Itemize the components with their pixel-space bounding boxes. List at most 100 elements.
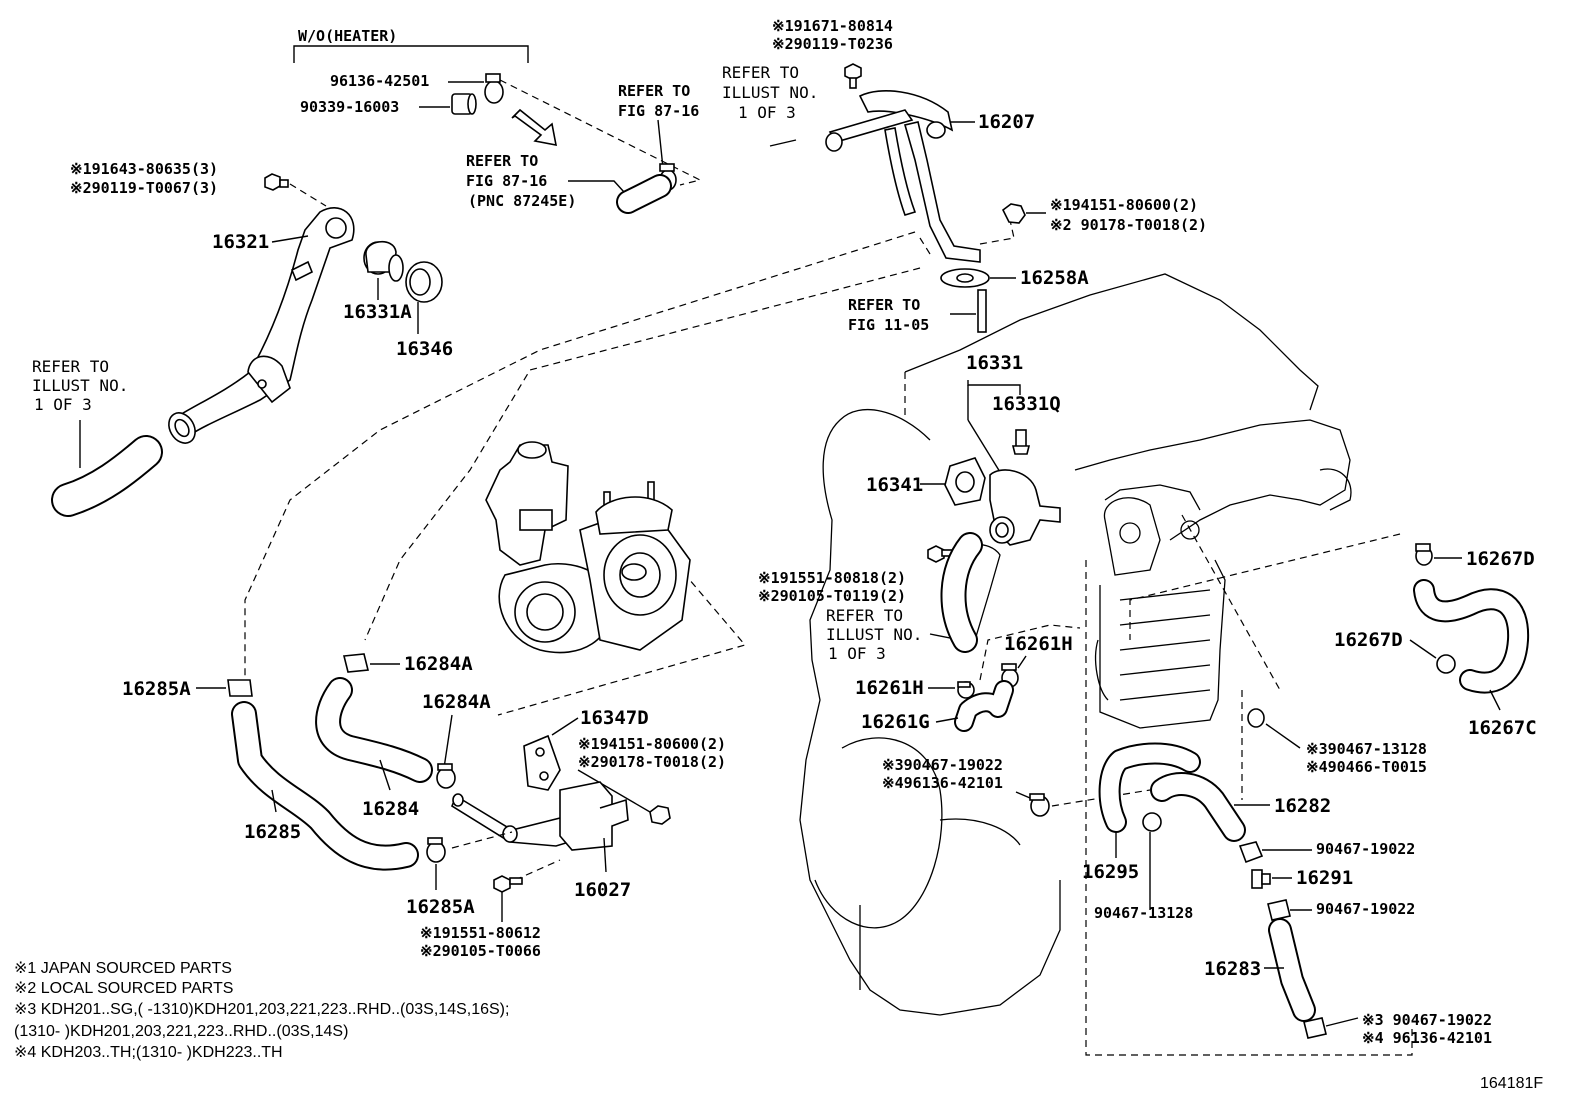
bolt-icon — [927, 545, 953, 563]
part-16261G: 16261G — [861, 711, 930, 733]
part-16267C: 16267C — [1468, 717, 1537, 739]
water-pipe-16027 — [451, 781, 629, 851]
footnote-1: ※1 JAPAN SOURCED PARTS — [14, 960, 232, 977]
refer-text-line3: 1 OF 3 — [828, 644, 886, 663]
part-390467-19022: ※390467-19022 — [882, 756, 1003, 774]
footnote-3: ※3 KDH201..SG,( -1310)KDH201,203,221,223… — [14, 1001, 509, 1018]
hose-16261g — [954, 680, 1014, 732]
part-390467-19022: ※3 90467-19022 — [1362, 1011, 1492, 1029]
clamp-icon — [1303, 1017, 1327, 1039]
refer-text-line1: REFER TO — [826, 606, 903, 625]
bolt-group-80818: ※191551-80818(2) ※290105-T0119(2) — [758, 545, 953, 605]
bolt-icon — [1011, 429, 1031, 455]
part-16291: 16291 — [1296, 867, 1353, 889]
water-pipe-16207-group: ※191671-80814 ※290119-T0236 16207 — [772, 17, 1035, 263]
refer-fig-87-16-pnc: REFER TO FIG 87-16 (PNC 87245E) — [466, 152, 672, 214]
part-16331A: 16331A — [343, 301, 412, 323]
part-290105-T0066: ※290105-T0066 — [420, 942, 541, 960]
refer-text-line1: REFER TO — [722, 63, 799, 82]
refer-text-line3: (PNC 87245E) — [468, 192, 576, 210]
part-194151-80600: ※194151-80600(2) — [1050, 196, 1198, 214]
part-90339-16003: 90339-16003 — [300, 98, 399, 116]
hose-16283 — [1268, 918, 1316, 1022]
engine-block-outline — [799, 273, 1352, 1016]
pipe-outlet — [825, 132, 843, 152]
refer-text-line1: REFER TO — [466, 152, 538, 170]
nut-group-top: ※194151-80600(2) ※2 90178-T0018(2) — [1001, 196, 1207, 234]
part-496136-42101: ※4 96136-42101 — [1362, 1029, 1492, 1047]
clamp-icon — [436, 763, 456, 789]
union-16291 — [1251, 869, 1271, 889]
gasket-16347d — [523, 734, 561, 791]
gasket-16258a-group: 16258A REFER TO FIG 11-05 — [848, 267, 1089, 334]
part-191551-80612: ※191551-80612 — [420, 924, 541, 942]
part-16283: 16283 — [1204, 958, 1261, 980]
part-496136-42101: ※496136-42101 — [882, 774, 1003, 792]
clamp-icon — [1029, 793, 1050, 817]
part-16347D: 16347D — [580, 707, 649, 729]
refer-fig-87-16-top: REFER TO FIG 87-16 — [618, 82, 699, 191]
wo-heater-group: W/O(HEATER) 96136-42501 90339-16003 — [293, 27, 702, 186]
refer-fig-11-05-line2: FIG 11-05 — [848, 316, 929, 334]
refer-text-line1: REFER TO — [32, 357, 109, 376]
dash-line-3 — [497, 544, 747, 716]
refer-text-line1: REFER TO — [618, 82, 690, 100]
part-16258A: 16258A — [1020, 267, 1089, 289]
clamp-icon — [426, 837, 446, 863]
footnotes: ※1 JAPAN SOURCED PARTS ※2 LOCAL SOURCED … — [14, 960, 509, 1061]
part-90467-19022: 90467-19022 — [1316, 840, 1415, 858]
stud-icon — [977, 289, 987, 333]
water-inlet-group: 16331 16331Q 16341 — [866, 352, 1061, 546]
footnote-2: ※2 LOCAL SOURCED PARTS — [14, 980, 233, 997]
refer-illust-mid: REFER TO ILLUST NO. 1 OF 3 — [826, 532, 983, 663]
part-290119-T0236: ※290119-T0236 — [772, 35, 893, 53]
refer-text-line2: ILLUST NO. — [826, 625, 922, 644]
thermostat-group: 16331A 16346 — [343, 241, 453, 360]
clamp-icon — [1267, 899, 1291, 921]
part-191671-80814: ※191671-80814 — [772, 17, 893, 35]
nut-icon — [649, 805, 671, 825]
hose-16267-group: 16267D 16267D 16267C — [1129, 533, 1537, 739]
refer-text-line2: FIG 87-16 — [618, 102, 699, 120]
clamp-icon — [484, 73, 504, 104]
clamp-icon — [1142, 812, 1162, 832]
hose-lower-right-group: ※390467-19022 ※496136-42101 ※390467-1312… — [882, 514, 1492, 1056]
dash-line-2 — [364, 267, 921, 641]
part-16282: 16282 — [1274, 795, 1331, 817]
hose-16284 — [315, 677, 433, 783]
refer-text-line2: FIG 87-16 — [466, 172, 547, 190]
gasket-16341 — [944, 457, 986, 506]
part-16321: 16321 — [212, 231, 269, 253]
part-191643-80635: ※191643-80635(3) — [70, 160, 218, 178]
clamp-icon — [1436, 654, 1456, 674]
part-96136-42501: 96136-42501 — [330, 72, 429, 90]
part-16261H: 16261H — [1004, 633, 1073, 655]
thermostat-16331a — [363, 241, 404, 282]
part-16295: 16295 — [1082, 861, 1139, 883]
part-16285A: 16285A — [406, 896, 475, 918]
part-16331Q: 16331Q — [992, 393, 1061, 415]
hose-16295 — [1098, 742, 1201, 833]
part-290119-T0067: ※290119-T0067(3) — [70, 179, 218, 197]
part-490466-T0015: ※490466-T0015 — [1306, 758, 1427, 776]
dash-line-4 — [919, 237, 931, 255]
plug-icon — [451, 93, 477, 115]
part-16267D: 16267D — [1466, 548, 1535, 570]
part-16284A: 16284A — [422, 691, 491, 713]
refer-text-line2: ILLUST NO. — [32, 376, 128, 395]
hose-16267c — [1413, 579, 1530, 694]
part-90467-13128: 90467-13128 — [1094, 904, 1193, 922]
part-16261H: 16261H — [855, 677, 924, 699]
part-290178-T0018: ※2 90178-T0018(2) — [1050, 216, 1207, 234]
clamp-icon — [957, 681, 975, 699]
nut-icon — [1001, 203, 1026, 224]
clamp-icon — [227, 679, 253, 697]
clamp-icon — [1415, 543, 1433, 566]
refer-text-line3: 1 OF 3 — [34, 395, 92, 414]
part-16284A: 16284A — [404, 653, 473, 675]
part-194151-80600: ※194151-80600(2) — [578, 735, 726, 753]
part-290105-T0119: ※290105-T0119(2) — [758, 587, 906, 605]
refer-text-line2: ILLUST NO. — [722, 83, 818, 102]
water-inlet-housing-16331 — [989, 469, 1061, 546]
part-290178-T0018: ※290178-T0018(2) — [578, 753, 726, 771]
